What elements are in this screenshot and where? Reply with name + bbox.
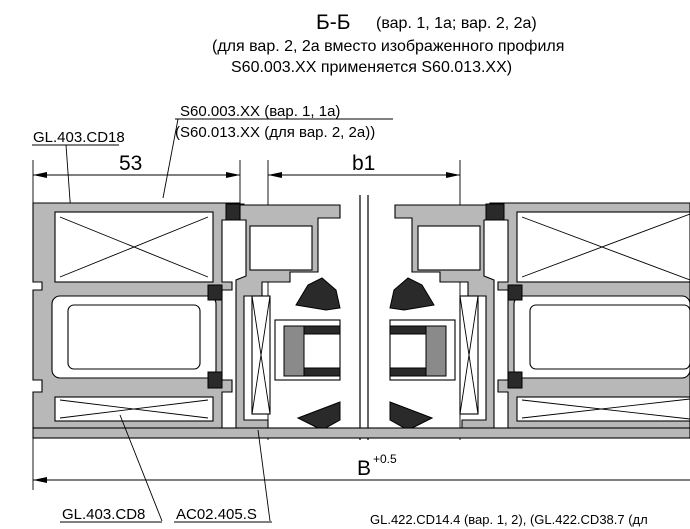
bottom-cut-label: GL.422.CD14.4 (вар. 1, 2), (GL.422.CD38.… [370, 512, 648, 527]
dim-53-arrow-right [226, 172, 240, 178]
profile-label-line1: S60.003.XX (вар. 1, 1а) [180, 103, 340, 120]
dim-53-arrow-left [33, 172, 47, 178]
section-note-line2: S60.003.XX применяется S60.013.XX) [231, 59, 512, 76]
right-frame-profile [485, 202, 690, 429]
right-top-gasket [389, 277, 435, 311]
section-variants: (вар. 1, 1а; вар. 2, 2а) [376, 15, 537, 32]
left-frame-profile [32, 202, 245, 429]
ac-leader [257, 429, 271, 522]
left-bottom-gasket [296, 401, 341, 431]
dim-b1-arrow-right [446, 172, 460, 178]
section-title: Б-Б [316, 11, 351, 34]
dim-B-tolerance: +0.5 [373, 452, 397, 466]
profile-leader [162, 118, 179, 199]
right-spacer-foam [425, 325, 447, 377]
dim-53-value: 53 [119, 152, 142, 175]
left-spacer-foam [283, 325, 305, 377]
profile-label-line2: (S60.013.XX (для вар. 2, 2а)) [175, 124, 375, 141]
dim-B-arrow-left [33, 477, 47, 483]
dim-b1-arrow-left [268, 172, 282, 178]
dim-B-value: B [357, 457, 371, 480]
gl-bottom-label: GL.403.CD8 [62, 506, 145, 523]
ac-label: AC02.405.S [176, 506, 257, 523]
left-upper-chamber [54, 211, 214, 283]
left-sash-profile [235, 204, 341, 431]
base-plate [32, 427, 690, 439]
gl-bottom-leader [119, 414, 163, 522]
section-note-line1: (для вар. 2, 2а вместо изображенного про… [212, 38, 564, 55]
right-bottom-gasket [389, 401, 434, 431]
left-top-gasket [295, 277, 341, 311]
dim-b1-value: b1 [352, 152, 375, 175]
right-sash-profile [389, 204, 495, 431]
gl-top-label: GL.403.CD18 [33, 129, 125, 146]
right-upper-chamber [516, 211, 690, 283]
